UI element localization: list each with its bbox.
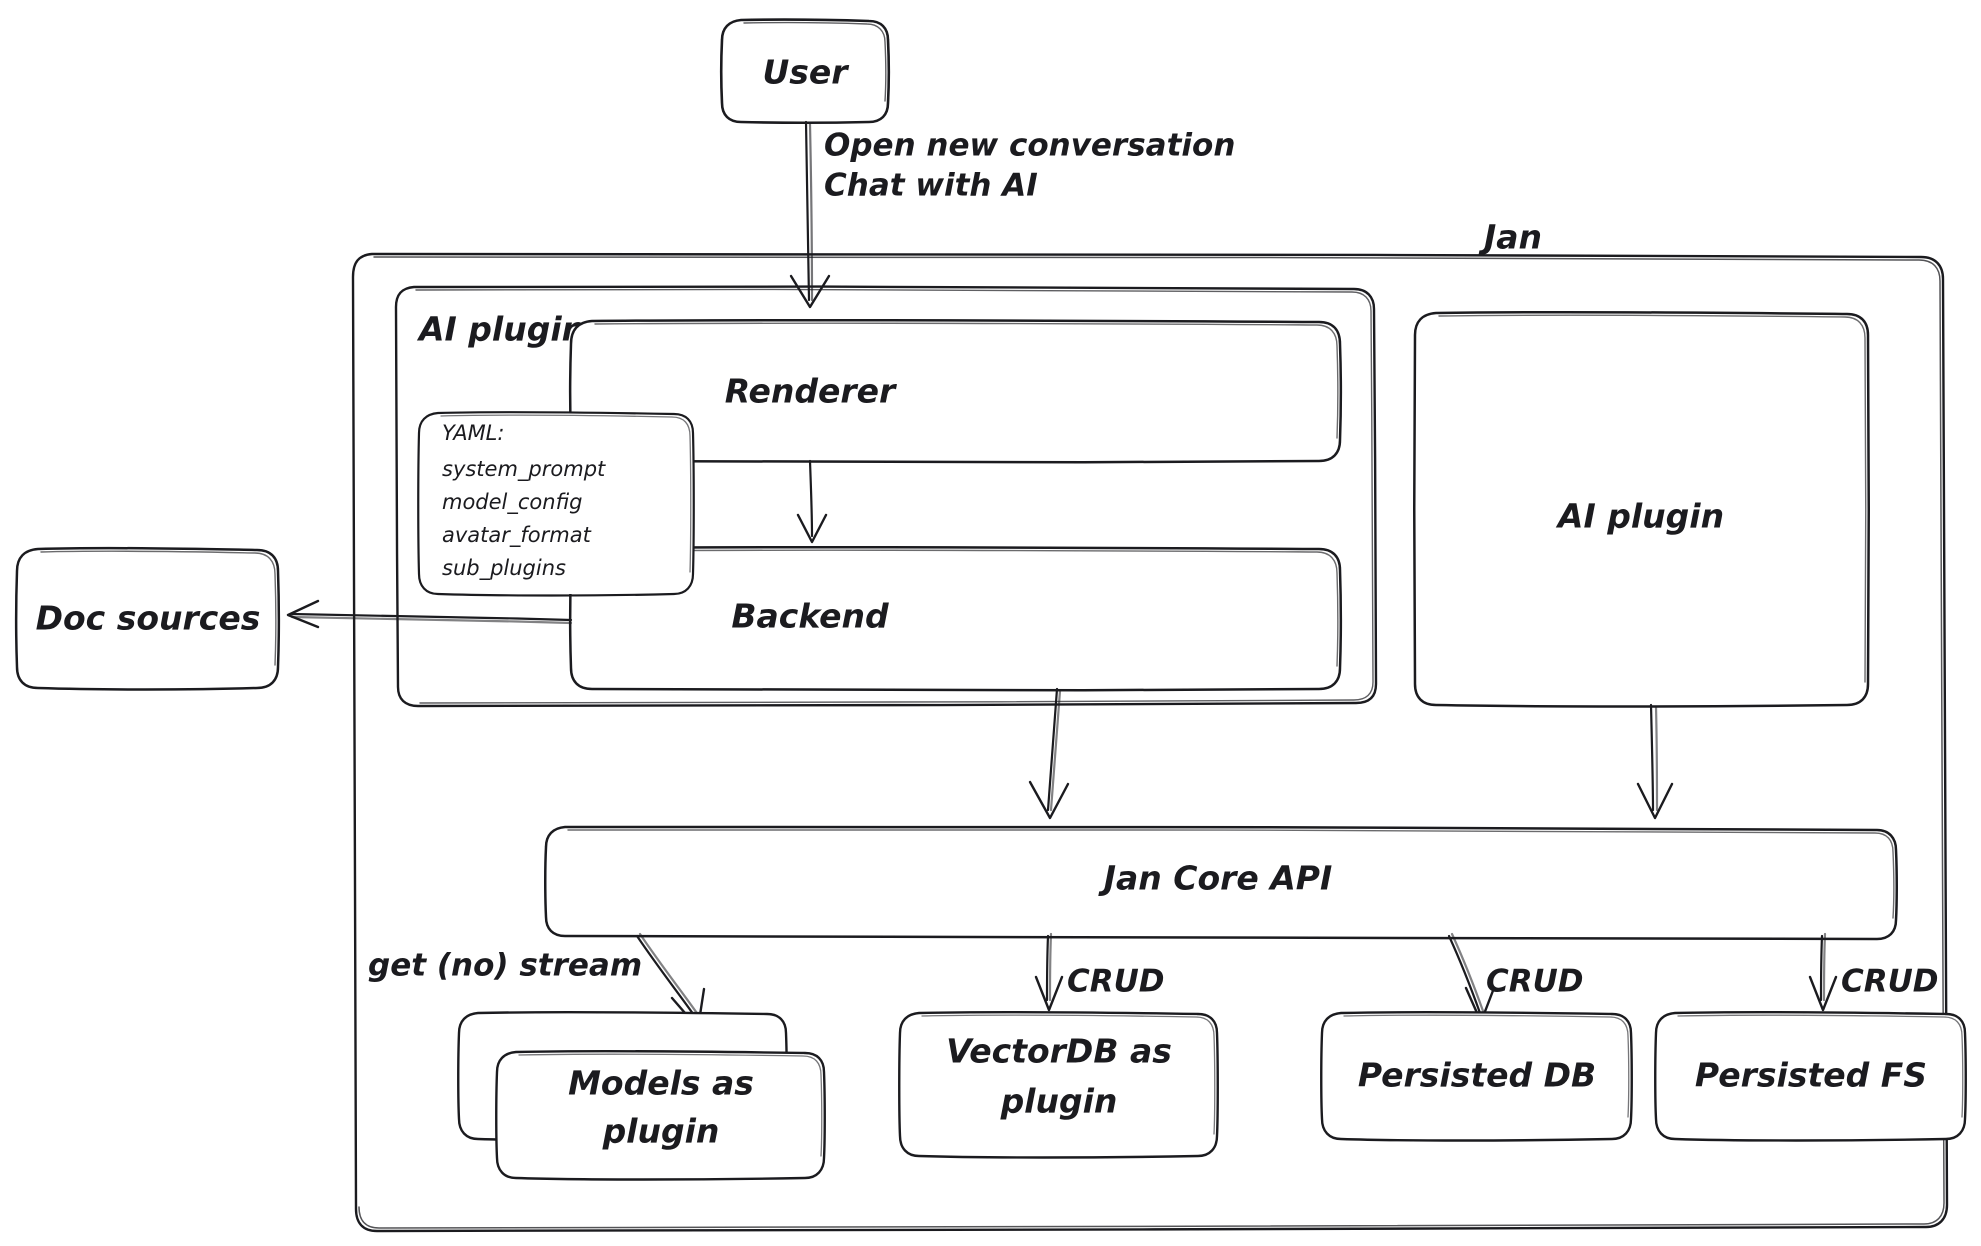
node-models-as-plugin-label-line2: plugin: [602, 1112, 720, 1151]
node-doc-sources-label: Doc sources: [36, 599, 261, 638]
edge-core-to-persisted-fs: CRUD: [1808, 932, 1939, 1012]
yaml-card-item-3: sub_plugins: [442, 556, 566, 581]
edge-user-to-renderer: Open new conversation Chat with AI: [789, 120, 1235, 309]
edge-renderer-to-backend: [796, 459, 828, 544]
node-vectordb-as-plugin-label-line1: VectorDB as: [946, 1032, 1172, 1071]
node-persisted-fs-label: Persisted FS: [1695, 1056, 1927, 1095]
container-ai-plugin-group-label: AI plugin: [416, 310, 585, 349]
node-doc-sources[interactable]: Doc sources: [15, 546, 280, 691]
yaml-card-title: YAML:: [442, 421, 504, 445]
yaml-card-item-1: model_config: [442, 490, 583, 515]
node-jan-core-api[interactable]: Jan Core API: [544, 825, 1898, 941]
edge-ai-plugin-to-core: [1636, 703, 1674, 820]
edge-user-to-renderer-label-line1: Open new conversation: [824, 128, 1235, 164]
node-persisted-db-label: Persisted DB: [1358, 1056, 1596, 1095]
edge-core-to-persisted-db: CRUD: [1447, 932, 1584, 1024]
node-persisted-fs[interactable]: Persisted FS: [1654, 1010, 1967, 1142]
node-models-as-plugin[interactable]: Models as plugin: [457, 1010, 826, 1181]
node-backend-label: Backend: [731, 597, 889, 636]
node-renderer-label: Renderer: [725, 372, 897, 411]
edge-core-to-persisted-db-label: CRUD: [1486, 964, 1584, 1000]
yaml-card-item-2: avatar_format: [442, 523, 592, 548]
edge-core-to-vectordb: CRUD: [1034, 932, 1165, 1012]
edge-core-to-persisted-fs-label: CRUD: [1841, 964, 1939, 1000]
edge-core-to-vectordb-label: CRUD: [1067, 964, 1165, 1000]
node-persisted-db[interactable]: Persisted DB: [1320, 1010, 1633, 1142]
yaml-card-item-0: system_prompt: [442, 457, 606, 482]
node-jan-core-api-label: Jan Core API: [1098, 859, 1333, 898]
container-jan-label: Jan: [1478, 218, 1542, 257]
node-backend[interactable]: Backend: [569, 545, 1342, 692]
yaml-config-card[interactable]: YAML: system_prompt model_config avatar_…: [417, 411, 695, 597]
node-renderer[interactable]: Renderer: [569, 318, 1342, 464]
edge-core-to-models: get (no) stream: [368, 932, 706, 1030]
edge-core-to-models-label: get (no) stream: [368, 948, 642, 984]
edge-user-to-renderer-label-line2: Chat with AI: [824, 168, 1038, 204]
edge-backend-to-core: [1028, 687, 1070, 820]
edge-backend-to-doc-sources: [286, 599, 573, 629]
node-user[interactable]: User: [719, 18, 891, 125]
node-vectordb-as-plugin[interactable]: VectorDB as plugin: [898, 1010, 1219, 1159]
node-models-as-plugin-label-line1: Models as: [568, 1064, 754, 1103]
node-ai-plugin-label: AI plugin: [1555, 497, 1724, 536]
node-vectordb-as-plugin-label-line2: plugin: [1000, 1082, 1118, 1121]
node-ai-plugin[interactable]: AI plugin: [1413, 310, 1870, 708]
node-user-label: User: [762, 53, 849, 92]
